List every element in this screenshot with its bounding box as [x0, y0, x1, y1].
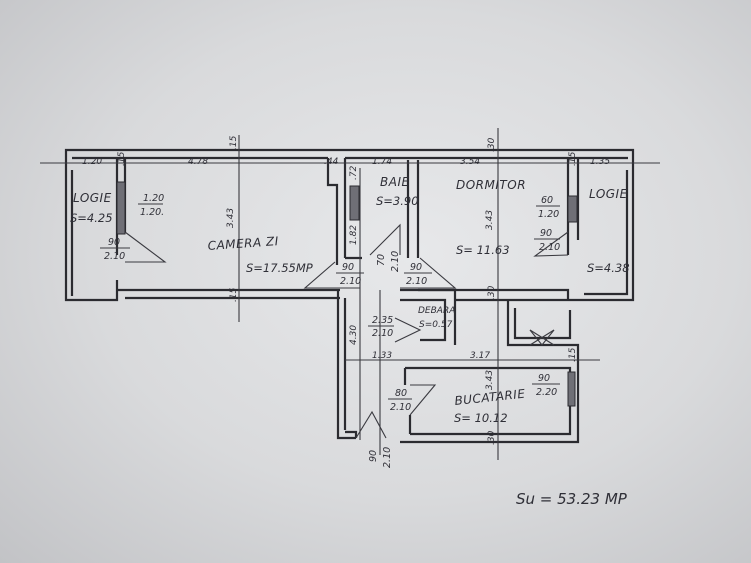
- room-labels: LOGIE S=4.25 CAMERA ZI S=17.55MP BAIE S=…: [70, 175, 630, 425]
- dim-top-wall: .44: [324, 157, 339, 167]
- room-area-logie-right: S=4.38: [587, 261, 630, 275]
- room-name-bath: BAIE: [380, 175, 410, 189]
- opening-door-bath-h: 2.10: [390, 251, 401, 272]
- dim-top-logie-left: 1.20: [82, 157, 102, 167]
- opening-door-logie-w: 90: [108, 237, 120, 248]
- dim-kitchen-a: 1.33: [372, 351, 392, 361]
- opening-door-logie-right-w: 90: [540, 228, 552, 239]
- dim-top-living: 4.78: [188, 157, 208, 167]
- door-logie-right: [533, 231, 569, 257]
- pantry-inner-wall: [400, 298, 447, 342]
- room-name-kitchen: BUCATARIE: [454, 387, 526, 408]
- opening-door-pantry-h: 2.10: [372, 328, 393, 339]
- opening-door-bath-w: 70: [376, 254, 387, 266]
- door-logie-left: [124, 231, 167, 263]
- logie-right-inner: [584, 170, 629, 296]
- room-name-bedroom: DORMITOR: [456, 178, 526, 192]
- room-area-pantry: S=0.57: [419, 320, 453, 330]
- wall-ticks: .15 .15 .15 .30 .30 .30 .15 .15: [117, 135, 578, 445]
- dim-height-hall-a: 1.82: [349, 225, 359, 245]
- tick-f: .30: [487, 430, 497, 445]
- window-bath: [349, 185, 360, 221]
- door-kitchen: [409, 384, 437, 416]
- opening-window-bedroom-w: 60: [541, 195, 553, 206]
- opening-door-logie-right-h: 2.10: [539, 242, 560, 253]
- room-name-logie-left: LOGIE: [73, 191, 112, 205]
- kitchen-outer-wall: [400, 300, 580, 444]
- door-bath: [369, 223, 401, 256]
- bedroom-bottom-wall: [418, 288, 570, 300]
- kitchen-duct-wall: [513, 308, 572, 340]
- total-area-label: Su = 53.23 MP: [516, 490, 628, 508]
- dim-height-kitchen: 3.43: [485, 370, 495, 390]
- dimension-lines: [40, 128, 660, 460]
- room-name-logie-right: LOGIE: [589, 187, 628, 201]
- opening-door-pantry-w: 2.35: [372, 315, 393, 326]
- tick-h: .15: [568, 347, 578, 362]
- hall-left-wall-a: [336, 290, 356, 440]
- opening-window-kitchen-h: 2.20: [536, 387, 557, 398]
- room-area-bath: S=3.90: [376, 194, 419, 208]
- opening-door-kitchen-h: 2.10: [390, 402, 411, 413]
- dim-height-living: 3.43: [226, 208, 236, 228]
- dim-kitchen-b: 3.17: [470, 351, 490, 361]
- dim-height-hall-c: 4.30: [349, 325, 359, 345]
- doors: [124, 223, 569, 439]
- opening-door-logie-h: 2.10: [104, 251, 125, 262]
- opening-door-kitchen-w: 80: [395, 388, 407, 399]
- window-living: [116, 181, 126, 235]
- opening-door-living-w: 90: [342, 262, 354, 273]
- dim-top-bedroom: 3.54: [460, 157, 480, 167]
- door-pantry: [394, 317, 422, 343]
- tick-a: .15: [117, 151, 127, 166]
- tick-b: .15: [229, 135, 239, 150]
- window-kitchen: [567, 371, 576, 407]
- opening-labels: 1.20 1.20. 90 2.10 90 2.10 70 2.10 90 2.…: [100, 193, 560, 468]
- tick-d: .30: [487, 285, 497, 300]
- opening-window-living-w: 1.20: [143, 193, 164, 204]
- opening-window-bedroom-h: 1.20: [538, 209, 559, 220]
- logie-right-outer: [578, 165, 635, 302]
- door-entrance: [355, 410, 387, 439]
- top-dimensions: 1.20 4.78 .44 1.74 3.54 1.35: [82, 157, 610, 167]
- opening-door-bedroom-w: 90: [410, 262, 422, 273]
- door-living: [303, 261, 360, 289]
- logie-left-wall: [64, 165, 119, 302]
- windows: [116, 181, 578, 407]
- room-area-living: S=17.55MP: [246, 261, 313, 275]
- living-bath-wall-a: [326, 158, 339, 265]
- opening-door-bedroom-h: 2.10: [406, 276, 427, 287]
- walls: [64, 148, 635, 444]
- pantry-top-wall: [400, 288, 457, 345]
- room-area-kitchen: S= 10.12: [454, 411, 508, 425]
- room-name-living: CAMERA ZI: [207, 234, 279, 253]
- door-bedroom: [400, 257, 457, 289]
- dim-top-logie-right: 1.35: [590, 157, 610, 167]
- room-area-logie-left: S=4.25: [70, 211, 113, 225]
- dim-height-bedroom: 3.43: [485, 210, 495, 230]
- dim-height-hall-b: .72: [349, 165, 359, 180]
- room-name-pantry: DEBARA: [418, 306, 455, 316]
- opening-door-entrance-w: 90: [368, 450, 379, 462]
- opening-window-kitchen-w: 90: [538, 373, 550, 384]
- opening-door-living-h: 2.10: [340, 276, 361, 287]
- entrance-jamb: [345, 430, 358, 438]
- tick-e: .30: [487, 137, 497, 152]
- tick-c: .15: [229, 287, 239, 302]
- opening-door-entrance-h: 2.10: [382, 447, 393, 468]
- tick-g: .15: [568, 151, 578, 166]
- height-dimensions: 3.43 3.43 3.43 1.82 .72 4.30: [226, 165, 495, 390]
- dim-top-bath: 1.74: [372, 157, 392, 167]
- kitchen-duct-mark: [529, 329, 555, 346]
- top-outer-wall: [64, 148, 635, 165]
- duct-cross-b: [529, 329, 555, 346]
- room-area-bedroom: S= 11.63: [456, 243, 510, 257]
- opening-window-living-h: 1.20.: [140, 207, 164, 218]
- window-bedroom: [567, 195, 578, 223]
